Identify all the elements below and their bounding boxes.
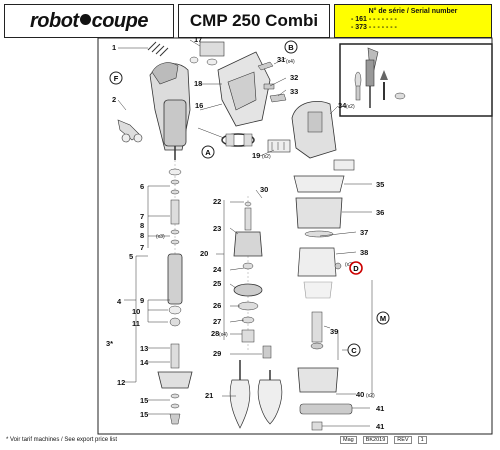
part-label: 41 xyxy=(376,404,384,413)
part-16-drawing xyxy=(217,51,271,127)
part-label: 4 xyxy=(117,297,122,306)
part-label: 34 xyxy=(338,101,347,110)
part-label: 17 xyxy=(194,35,202,44)
assembly-letter: C xyxy=(351,346,357,355)
part-label: 30 xyxy=(260,185,268,194)
part-19-drawing xyxy=(267,139,355,171)
qty-label: (x3) xyxy=(156,234,165,240)
machine-thumbnail xyxy=(339,43,493,117)
assembly-letter: B xyxy=(288,43,294,52)
part-21-whisks xyxy=(229,360,283,429)
quantity-labels: (x4) (x2) (x3) (x2) (x4) (x2) (x2) xyxy=(156,59,375,399)
part-label: 32 xyxy=(290,73,298,82)
part-label: 10 xyxy=(132,307,140,316)
assembly-letter: A xyxy=(205,148,211,157)
serial-row-2: - 373 - - - - - - - xyxy=(351,24,397,31)
part-label: 11 xyxy=(132,319,140,328)
part-17-drawing xyxy=(189,41,225,66)
part-label: 24 xyxy=(213,265,222,274)
qty-label: (x2) xyxy=(346,104,355,110)
serial-title: N° de série / Serial number xyxy=(368,8,458,15)
part-label: 7 xyxy=(140,212,144,221)
qty-label: (x2) xyxy=(345,262,354,268)
mag-value: BK2019 xyxy=(362,436,389,444)
part-label: 7 xyxy=(140,243,144,252)
part-label: 12 xyxy=(117,378,125,387)
model-title: CMP 250 Combi xyxy=(178,4,330,38)
left-shaft-assembly xyxy=(157,160,193,425)
part-label: 29 xyxy=(213,349,221,358)
part-2-drawing xyxy=(117,119,143,143)
part-label: 18 xyxy=(194,79,202,88)
footer-revision: Mag BK2019 REV 1 xyxy=(340,436,427,444)
footer-note: * Voir tarif machines / See export price… xyxy=(6,437,118,443)
motor-handle-part xyxy=(149,62,191,160)
leader-lines xyxy=(117,39,373,427)
mag-label: Mag xyxy=(340,436,357,444)
part-label: 1 xyxy=(112,43,116,52)
middle-shaft-assembly xyxy=(233,196,272,359)
part-label: 33 xyxy=(290,87,298,96)
qty-label: (x2) xyxy=(262,154,271,160)
part-label: 36 xyxy=(376,208,384,217)
assembly-letter: D xyxy=(353,264,359,273)
part-label: 15 xyxy=(140,410,148,419)
part-label: 37 xyxy=(360,228,368,237)
brand-left-text: robot xyxy=(30,9,79,32)
part-1-drawing xyxy=(147,41,169,57)
part-label: 41 xyxy=(376,422,384,431)
part-label: 28 xyxy=(211,329,219,338)
qty-label: (x2) xyxy=(366,393,375,399)
brand-right-text: coupe xyxy=(91,9,149,32)
rev-label: REV xyxy=(394,436,412,444)
part-label: 39 xyxy=(330,327,338,336)
part-label: 6 xyxy=(140,182,144,191)
assembly-letters: F B A D M C xyxy=(109,40,390,357)
part-label: 35 xyxy=(376,180,384,189)
diagram-border xyxy=(97,37,493,435)
serial-number-box: N° de série / Serial number - 161 - - - … xyxy=(334,4,492,38)
part-label: 8 xyxy=(140,231,144,240)
brand-dot-icon xyxy=(79,13,91,25)
part-label: 31 xyxy=(277,55,285,64)
part-label: 16 xyxy=(195,101,203,110)
part-label: 21 xyxy=(205,391,213,400)
part-number-labels: 1 2 3* 4 5 6 7 7 8 8 9 10 11 12 13 14 15… xyxy=(106,35,384,419)
part-label: 14 xyxy=(140,358,149,367)
part-label: 2 xyxy=(112,95,116,104)
part-label: 5 xyxy=(129,252,133,261)
rev-value: 1 xyxy=(417,436,427,444)
part-label: 38 xyxy=(360,248,368,257)
part-label: 19 xyxy=(252,151,260,160)
part-label: 13 xyxy=(140,344,148,353)
part-label: 25 xyxy=(213,279,221,288)
part-label: 26 xyxy=(213,301,221,310)
part-label: 15 xyxy=(140,396,148,405)
part-label: 20 xyxy=(200,249,208,258)
qty-label: (x4) xyxy=(286,59,295,65)
serial-row-1: - 161 - - - - - - - xyxy=(351,16,397,23)
part-label: 3* xyxy=(106,339,113,348)
assembly-letter: M xyxy=(380,314,386,323)
brand-logo: robot coupe xyxy=(4,4,174,38)
part-label: 40 xyxy=(356,390,364,399)
assembly-letter: F xyxy=(114,74,119,83)
part-label: 27 xyxy=(213,317,221,326)
qty-label: (x4) xyxy=(219,332,228,338)
part-label: 22 xyxy=(213,197,221,206)
part-label: 23 xyxy=(213,224,221,233)
part-18-drawing xyxy=(221,133,255,147)
part-label: 8 xyxy=(140,221,144,230)
part-label: 9 xyxy=(140,296,144,305)
right-bowl-assembly xyxy=(293,175,353,431)
part-33-drawing xyxy=(291,101,337,159)
